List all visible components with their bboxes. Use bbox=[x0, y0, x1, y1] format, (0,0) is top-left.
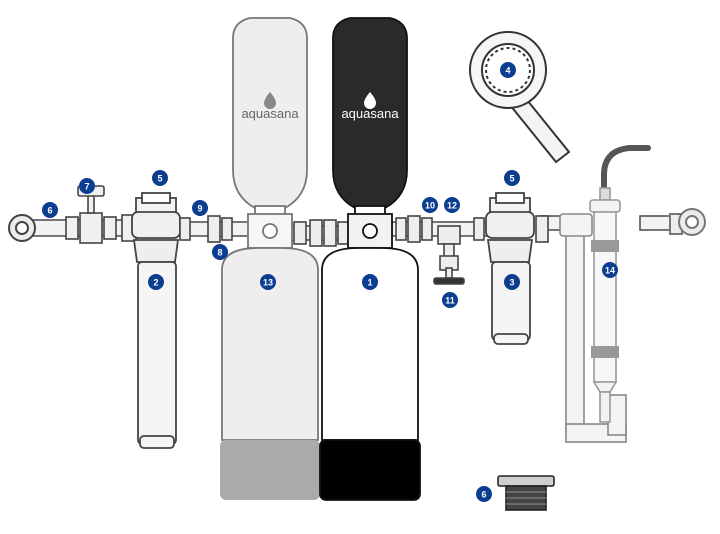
bypass-loop bbox=[559, 213, 627, 443]
brand-text-light: aquasana bbox=[241, 106, 299, 121]
outlet-connector bbox=[669, 208, 706, 236]
callout-badge: 2 bbox=[148, 274, 164, 290]
callout-number: 13 bbox=[263, 278, 273, 288]
callout-number: 1 bbox=[367, 278, 372, 288]
callout-number: 6 bbox=[47, 206, 52, 216]
callout-number: 12 bbox=[447, 201, 457, 211]
sampling-port bbox=[433, 225, 465, 285]
callout-badge: 12 bbox=[444, 197, 460, 213]
union-fitting-middle bbox=[293, 219, 351, 247]
brand-text-dark: aquasana bbox=[341, 106, 399, 121]
union-fitting-10 bbox=[395, 215, 433, 243]
callout-badge: 8 bbox=[212, 244, 228, 260]
callout-number: 6 bbox=[481, 490, 486, 500]
reducer-bushing bbox=[497, 475, 555, 511]
callout-number: 9 bbox=[197, 204, 202, 214]
post-filter bbox=[485, 192, 535, 345]
callout-number: 2 bbox=[153, 278, 158, 288]
callout-badge: 13 bbox=[260, 274, 276, 290]
callout-number: 8 bbox=[217, 248, 222, 258]
callout-number: 11 bbox=[445, 296, 455, 306]
callout-badge: 5 bbox=[152, 170, 168, 186]
pre-filter bbox=[131, 192, 181, 449]
callout-badge: 11 bbox=[442, 292, 458, 308]
uv-sterilizer bbox=[589, 145, 651, 423]
callout-number: 5 bbox=[509, 174, 514, 184]
post-filter-union bbox=[473, 215, 549, 243]
main-filter-tank bbox=[319, 17, 421, 501]
brand-label-light: aquasana bbox=[241, 92, 299, 121]
callout-badge: 5 bbox=[504, 170, 520, 186]
callout-number: 10 bbox=[425, 201, 435, 211]
salt-free-conditioner-tank bbox=[220, 17, 320, 500]
callout-badge: 1 bbox=[362, 274, 378, 290]
callout-badge: 9 bbox=[192, 200, 208, 216]
callout-badge: 4 bbox=[500, 62, 516, 78]
inlet-connector bbox=[8, 214, 36, 242]
callout-badge: 14 bbox=[602, 262, 618, 278]
brand-label-dark: aquasana bbox=[341, 92, 399, 121]
callout-number: 14 bbox=[605, 266, 615, 276]
callout-badge: 10 bbox=[422, 197, 438, 213]
union-fitting-9 bbox=[179, 215, 233, 243]
callout-badge: 7 bbox=[79, 178, 95, 194]
callout-number: 5 bbox=[157, 174, 162, 184]
callout-number: 4 bbox=[505, 66, 510, 76]
housing-wrench bbox=[469, 31, 571, 164]
callout-number: 7 bbox=[84, 182, 89, 192]
callout-badge: 6 bbox=[42, 202, 58, 218]
callout-number: 3 bbox=[509, 278, 514, 288]
shutoff-valve bbox=[65, 185, 137, 244]
callout-badge: 6 bbox=[476, 486, 492, 502]
callout-badge: 3 bbox=[504, 274, 520, 290]
